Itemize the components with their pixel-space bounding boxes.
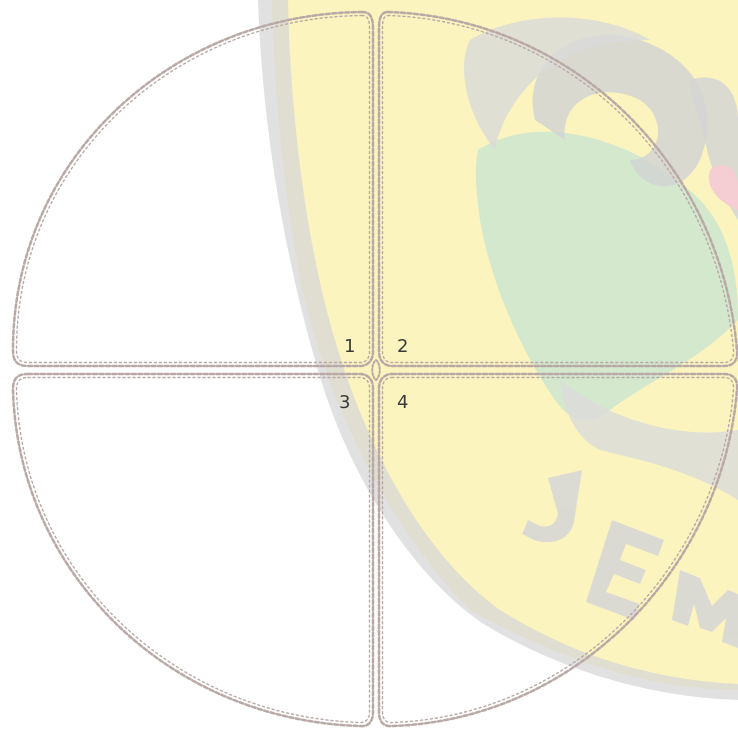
quadrant-label-3: 3 <box>339 392 350 413</box>
university-logo-watermark <box>258 0 738 700</box>
quadrant-3-outline-inner <box>17 378 370 723</box>
quadrant-3-outline <box>13 374 373 726</box>
quadrant-label-4: 4 <box>397 392 408 413</box>
quadrant-label-1: 1 <box>344 336 355 357</box>
quadrant-label-2: 2 <box>397 336 408 357</box>
